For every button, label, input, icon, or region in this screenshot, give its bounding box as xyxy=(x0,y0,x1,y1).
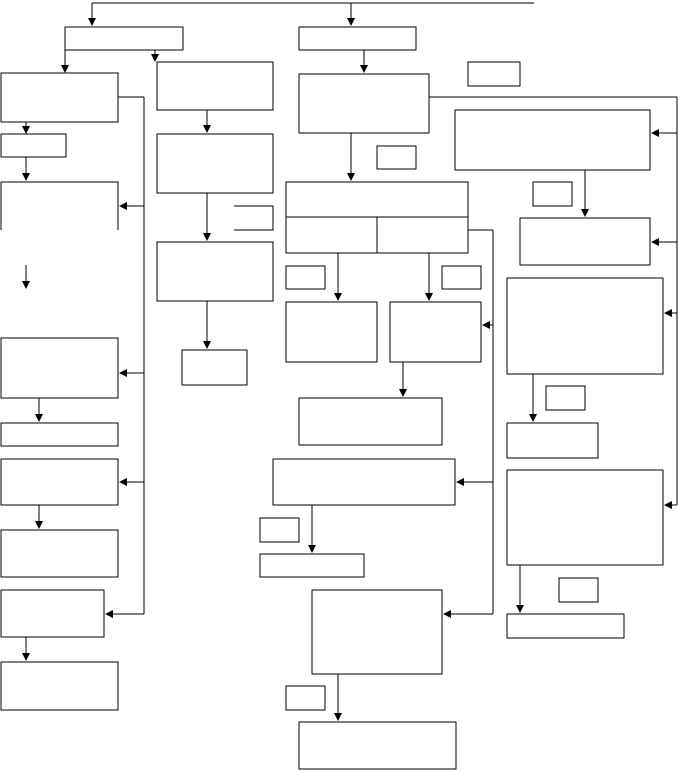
flow-box-d2 xyxy=(298,73,430,134)
flow-box-b6 xyxy=(0,458,119,506)
flow-box-small-2 xyxy=(285,265,326,290)
flow-box-e3 xyxy=(506,277,664,375)
flow-box-e6 xyxy=(506,613,625,639)
flow-box-b3-open xyxy=(0,181,119,230)
flow-box-small-9 xyxy=(558,577,599,603)
flow-box-b8 xyxy=(0,589,105,638)
flow-box-b1 xyxy=(0,72,119,123)
flow-box-a1 xyxy=(64,26,184,51)
flow-box-small-5 xyxy=(285,685,326,711)
flow-box-small-3 xyxy=(441,265,482,290)
flow-box-d4-left xyxy=(285,216,378,254)
flow-box-e5 xyxy=(506,469,664,566)
flow-box-e1 xyxy=(454,109,651,171)
flow-box-d5 xyxy=(285,301,378,363)
flow-box-d3 xyxy=(285,181,469,218)
flow-box-b2 xyxy=(0,133,67,158)
flow-box-d6 xyxy=(389,301,482,363)
flow-box-e2 xyxy=(519,217,651,266)
flow-box-b9 xyxy=(0,661,119,711)
flow-box-c3 xyxy=(156,241,274,302)
flow-box-b4 xyxy=(0,337,119,399)
flow-box-small-8 xyxy=(545,385,586,411)
side-bracket xyxy=(234,205,274,231)
flow-box-small-7 xyxy=(532,181,573,207)
flow-box-b5 xyxy=(0,422,119,447)
flow-box-d10 xyxy=(311,589,443,675)
flow-box-small-6 xyxy=(467,61,521,87)
flow-box-d8 xyxy=(272,458,456,506)
flow-box-d9 xyxy=(259,553,365,578)
flow-box-d11 xyxy=(298,721,457,770)
flow-box-d4-right xyxy=(376,216,469,254)
flow-box-small-1 xyxy=(376,145,417,170)
flow-box-d1 xyxy=(298,26,417,51)
flow-box-c2 xyxy=(156,133,274,194)
flow-box-e4 xyxy=(506,422,599,459)
flow-box-c1 xyxy=(156,61,274,111)
flow-box-c4 xyxy=(181,349,248,386)
flow-box-small-4 xyxy=(259,517,300,543)
flow-box-b7 xyxy=(0,529,119,578)
flow-box-d7 xyxy=(298,397,443,446)
